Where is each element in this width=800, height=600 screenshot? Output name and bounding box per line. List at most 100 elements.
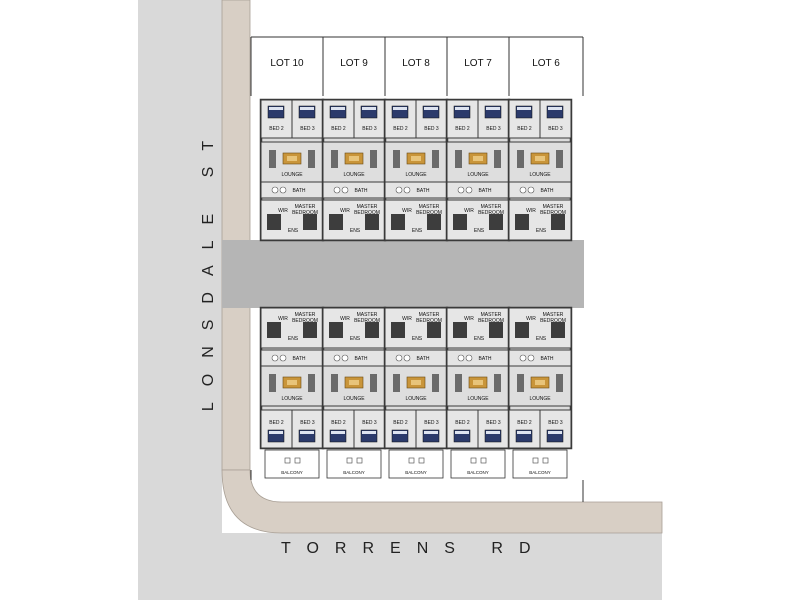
chair-icon — [470, 457, 477, 464]
bedroom-label: BEDROOM — [292, 210, 318, 216]
master-label: MASTER — [357, 312, 378, 318]
sofa-icon — [370, 374, 377, 392]
wir-label: WIR — [526, 316, 536, 322]
lounge-label: LOUNGE — [529, 396, 551, 402]
lounge-label: LOUNGE — [467, 172, 489, 178]
toilet-icon — [341, 186, 349, 194]
bed-3-label: BED 3 — [424, 126, 439, 132]
pillow-icon — [548, 107, 562, 110]
toilet-icon — [279, 186, 287, 194]
bedroom-label: BEDROOM — [416, 210, 442, 216]
toilet-icon — [465, 354, 473, 362]
balcony: BALCONY — [326, 449, 382, 479]
toilet-icon — [527, 354, 535, 362]
chair-icon — [356, 457, 363, 464]
chair-icon — [418, 457, 425, 464]
bedroom-2 — [322, 409, 355, 449]
bedroom-label: BEDROOM — [354, 318, 380, 324]
rug-icon — [287, 156, 297, 161]
wir-label: WIR — [526, 208, 536, 214]
master-label: MASTER — [543, 204, 564, 210]
bath-room — [508, 181, 572, 199]
pillow-icon — [486, 431, 500, 434]
bedroom-2 — [508, 409, 541, 449]
chair-icon — [346, 457, 353, 464]
rug-icon — [287, 380, 297, 385]
pillow-icon — [517, 107, 531, 110]
bedroom-2 — [260, 99, 293, 139]
sofa-icon — [494, 150, 501, 168]
sofa-icon — [308, 150, 315, 168]
bath-label: BATH — [479, 188, 492, 194]
bed-3-label: BED 3 — [486, 126, 501, 132]
bedroom-3 — [477, 409, 510, 449]
master-bed-icon — [489, 214, 503, 230]
sofa-icon — [556, 374, 563, 392]
toilet-icon — [465, 186, 473, 194]
basin-icon — [333, 354, 341, 362]
bath-label: BATH — [417, 356, 430, 362]
bath-label: BATH — [355, 356, 368, 362]
lounge-label: LOUNGE — [343, 396, 365, 402]
bed-3-label: BED 3 — [362, 420, 377, 426]
balcony-label: BALCONY — [405, 470, 427, 475]
basin-icon — [271, 354, 279, 362]
balcony-outline — [450, 449, 506, 479]
lounge-label: LOUNGE — [405, 172, 427, 178]
pillow-icon — [486, 107, 500, 110]
bed-3-label: BED 3 — [548, 420, 563, 426]
pillow-icon — [269, 431, 283, 434]
sofa-icon — [393, 150, 400, 168]
bed-2-label: BED 2 — [269, 420, 284, 426]
sofa-icon — [432, 150, 439, 168]
bath-label: BATH — [541, 188, 554, 194]
pillow-icon — [331, 107, 345, 110]
master-label: MASTER — [419, 204, 440, 210]
bed-3-label: BED 3 — [486, 420, 501, 426]
bedroom-label: BEDROOM — [416, 318, 442, 324]
bedroom-3 — [291, 99, 324, 139]
master-bed-icon — [427, 322, 441, 338]
balcony-outline — [264, 449, 320, 479]
master-bed-icon — [551, 214, 565, 230]
bed-2-label: BED 2 — [393, 126, 408, 132]
wardrobe-icon — [515, 322, 529, 338]
basin-icon — [519, 354, 527, 362]
balcony: BALCONY — [512, 449, 568, 479]
bed-2-label: BED 2 — [455, 420, 470, 426]
wardrobe-icon — [515, 214, 529, 230]
balcony: BALCONY — [450, 449, 506, 479]
master-label: MASTER — [481, 204, 502, 210]
pillow-icon — [455, 431, 469, 434]
wir-label: WIR — [464, 208, 474, 214]
torrens-road-label: TORRENS RD — [281, 540, 547, 557]
wardrobe-icon — [329, 322, 343, 338]
bath-label: BATH — [479, 356, 492, 362]
lot-boundaries — [250, 36, 584, 502]
rug-icon — [349, 380, 359, 385]
basin-icon — [333, 186, 341, 194]
balcony-label: BALCONY — [343, 470, 365, 475]
wir-label: WIR — [402, 316, 412, 322]
basin-icon — [457, 186, 465, 194]
pillow-icon — [269, 107, 283, 110]
ens-label: ENS — [350, 336, 361, 342]
wir-label: WIR — [464, 316, 474, 322]
balcony-label: BALCONY — [529, 470, 551, 475]
bed-2-label: BED 2 — [517, 126, 532, 132]
wardrobe-icon — [267, 322, 281, 338]
pillow-icon — [424, 431, 438, 434]
bedroom-3 — [415, 409, 448, 449]
lounge-label: LOUNGE — [529, 172, 551, 178]
pillow-icon — [331, 431, 345, 434]
bedroom-label: BEDROOM — [540, 210, 566, 216]
driveway — [222, 240, 584, 308]
sofa-icon — [556, 150, 563, 168]
bed-3-label: BED 3 — [424, 420, 439, 426]
